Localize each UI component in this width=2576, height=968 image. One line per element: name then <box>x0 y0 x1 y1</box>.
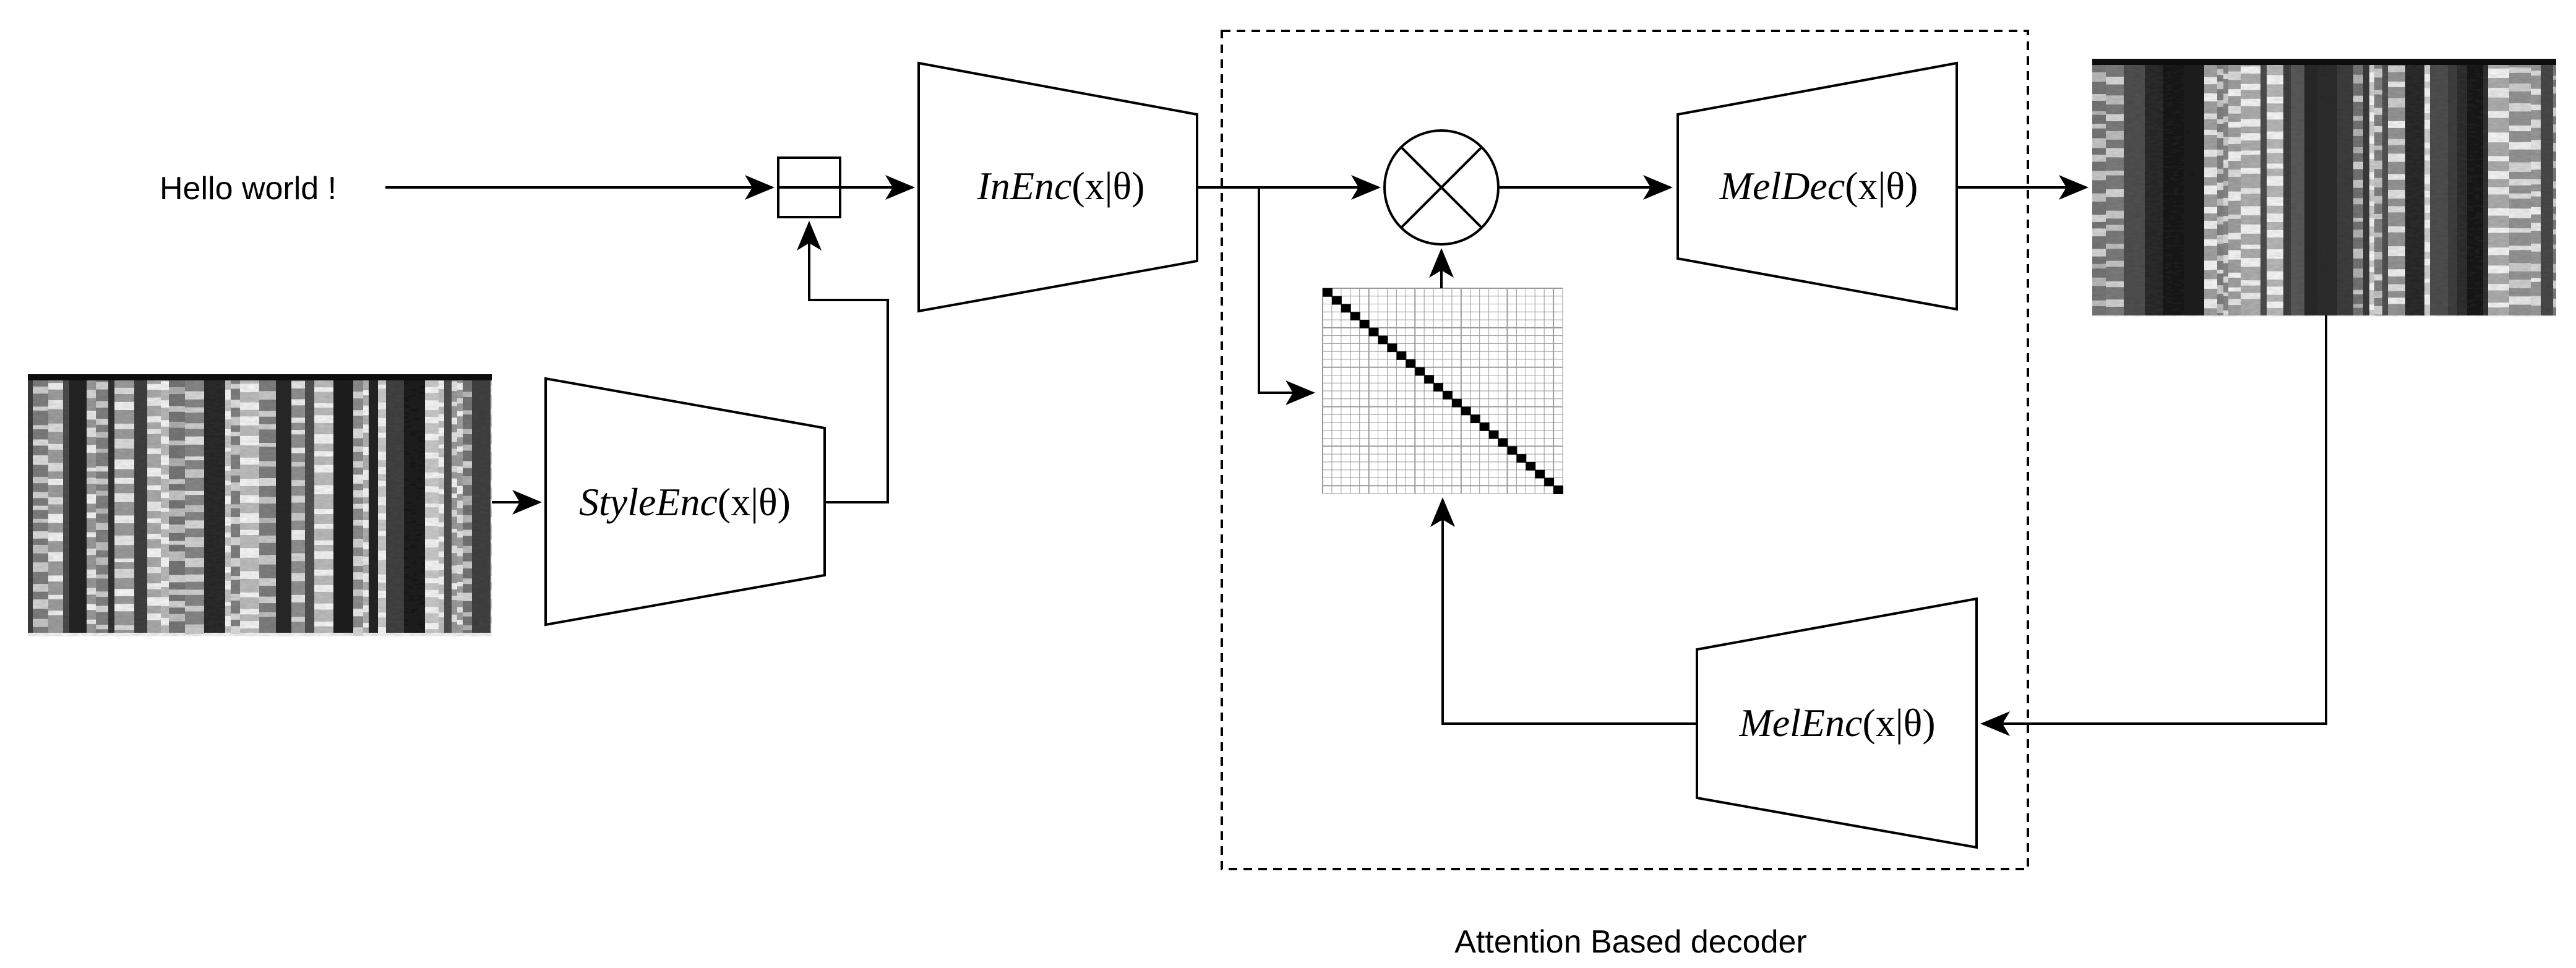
output-to-melenc-arrow <box>1980 315 2327 736</box>
attention-matrix-image <box>1322 288 1563 494</box>
output-spectrogram-image <box>2092 59 2556 317</box>
reference-spectrogram-image <box>28 374 492 636</box>
input-encoder-name: InEnc <box>977 164 1072 208</box>
style-encoder-args: (x|θ) <box>718 480 791 524</box>
mel-encoder-label: MelEnc(x|θ) <box>1738 701 1935 745</box>
input-text-label: Hello world ! <box>160 171 337 207</box>
reference-spectrogram-bands <box>28 374 492 636</box>
mel-decoder-block <box>1677 61 1958 311</box>
mel-decoder-label: MelDec(x|θ) <box>1719 164 1918 208</box>
attention-decoder-group <box>1221 30 2029 870</box>
mel-encoder-name: MelEnc <box>1738 701 1862 745</box>
melenc-to-attention-arrow <box>1430 497 1697 725</box>
mel-encoder-block <box>1696 597 1978 849</box>
output-spectrogram-bands <box>2092 59 2556 317</box>
input-encoder-args: (x|θ) <box>1071 164 1144 208</box>
style-encoder-block <box>544 377 826 627</box>
circled-times-icon <box>1383 129 1500 246</box>
attention-matrix-grid <box>1322 288 1563 494</box>
input-encoder-label: InEnc(x|θ) <box>977 164 1145 208</box>
attention-alignment-path <box>1323 288 1563 494</box>
mel-encoder-args: (x|θ) <box>1862 701 1935 745</box>
styleenc-to-concat-arrow <box>797 221 889 503</box>
mel-decoder-args: (x|θ) <box>1845 164 1918 208</box>
input-encoder-block <box>917 61 1198 313</box>
style-encoder-name: StyleEnc <box>579 480 718 524</box>
attention-decoder-label: Attention Based decoder <box>1454 924 1807 960</box>
style-encoder-label: StyleEnc(x|θ) <box>579 480 791 524</box>
mel-decoder-name: MelDec <box>1719 164 1845 208</box>
inenc-to-attention-arrow <box>1258 187 1315 405</box>
